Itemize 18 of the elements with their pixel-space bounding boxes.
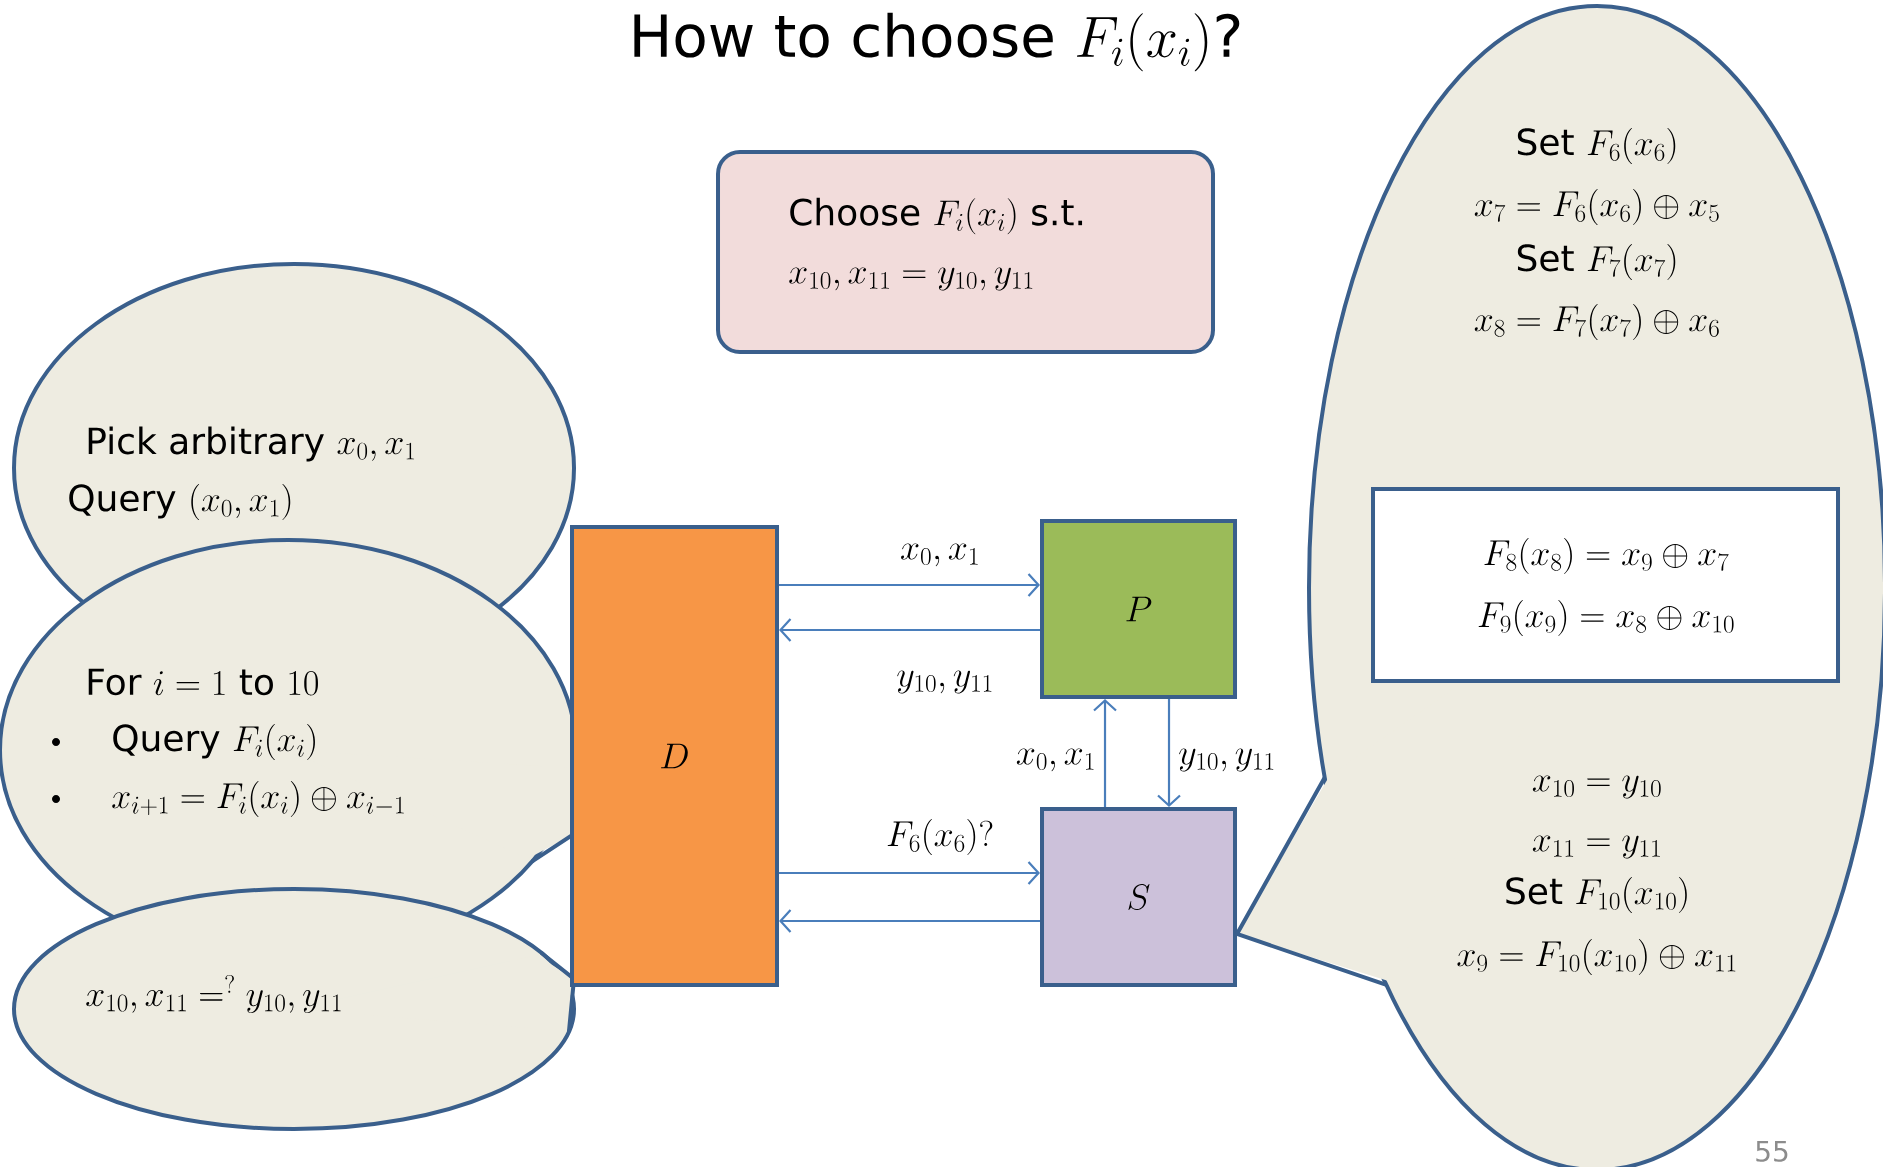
- process-box: $D$: [570, 525, 779, 987]
- edge-label: $x_0, x_1$: [1016, 748, 1094, 772]
- arrow: [779, 861, 1040, 885]
- process-box: $S$: [1040, 807, 1237, 987]
- process-box: $P$: [1040, 519, 1237, 699]
- text-box: $F_8(x_8) = x_9 \oplus x_7$ $F_9(x_9) = x_8 \oplus x_{10}$: [1371, 487, 1840, 683]
- arrow: [1093, 699, 1117, 807]
- speech-bubble: $x_{10}, x_{11} =^{?} y_{10}, y_{11}$: [12, 887, 577, 1131]
- arrow: [779, 909, 1040, 933]
- edge-label: $y_{10}, y_{11}$: [897, 670, 992, 694]
- arrow: [1157, 699, 1181, 807]
- edge-label: $x_0, x_1$: [901, 543, 978, 567]
- node-label: $x_{10}, x_{11} =^{?} y_{10}, y_{11}$: [86, 975, 341, 1014]
- edge-label: $F_6(x_6)?$: [887, 819, 993, 855]
- page-number: 55: [1756, 1141, 1788, 1162]
- arrow: [779, 573, 1040, 597]
- arrow: [779, 618, 1040, 642]
- rounded-box: $\text{Choose } F_i(x_i) \text{ s.t.}$ $x_{10}, x_{11} = y_{10}, y_{11}$: [716, 150, 1215, 354]
